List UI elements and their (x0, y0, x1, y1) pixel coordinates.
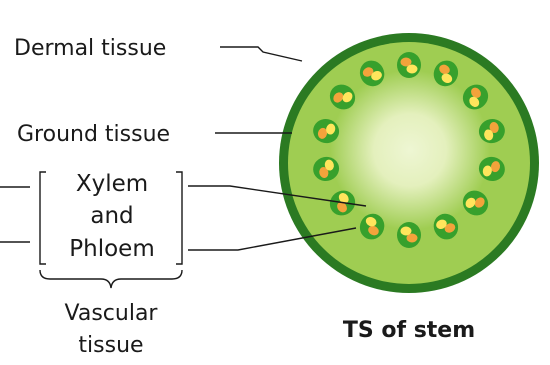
stem-cross-section (279, 33, 539, 293)
xylem-phloem-right-bracket (176, 172, 182, 264)
vascular-bundle (397, 52, 421, 78)
stem-caption: TS of stem (343, 318, 475, 343)
and-label: and (90, 203, 133, 229)
xylem-patch (407, 65, 418, 74)
vascular-bundle (397, 222, 421, 248)
vascular-label: Vascular (65, 301, 159, 326)
xylem-patch (401, 227, 412, 236)
ground-tissue-label: Ground tissue (17, 122, 170, 147)
phloem-label: Phloem (69, 236, 154, 262)
tissue-label: tissue (78, 333, 143, 358)
xylem-phloem-left-bracket (40, 172, 46, 264)
xylem-label: Xylem (76, 171, 148, 197)
dermal-tissue-label: Dermal tissue (14, 36, 166, 61)
dermal-leader-line (220, 47, 302, 61)
vascular-brace (40, 270, 182, 288)
